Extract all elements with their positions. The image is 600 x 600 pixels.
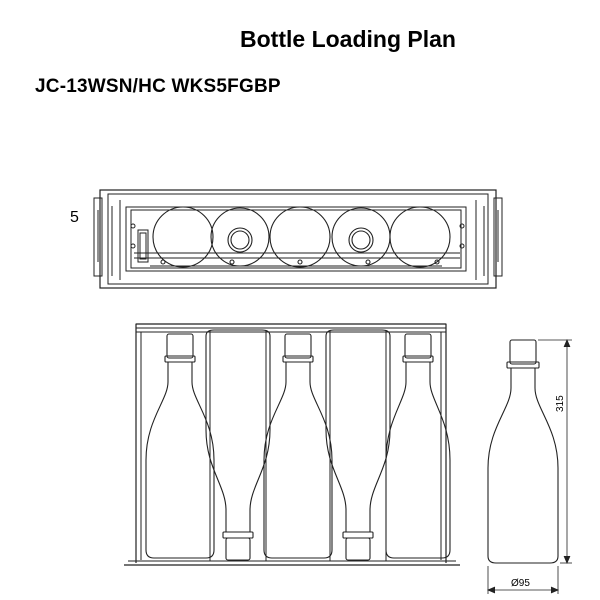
- bottle-inverted: [205, 329, 271, 561]
- bottle-upright: [385, 333, 451, 559]
- bottle-inverted: [325, 329, 391, 561]
- bottle-upright: [263, 333, 333, 559]
- shelf-bottle-count: 5: [70, 209, 79, 226]
- dimension-bottle: [487, 339, 559, 564]
- bottle-bottom: [152, 206, 214, 268]
- model-number: JC-13WSN/HC WKS5FGBP: [35, 76, 281, 97]
- top-view-shelf: [93, 189, 503, 289]
- height-dimension-label: 315: [555, 395, 566, 412]
- diameter-dimension-label: Ø95: [511, 578, 530, 589]
- front-view-rack: [124, 323, 460, 566]
- diameter-dimension: [486, 566, 560, 594]
- bottle-bottom: [269, 206, 331, 268]
- bottle-top: [210, 207, 270, 267]
- height-dimension: [538, 338, 572, 565]
- bottle-upright: [145, 333, 215, 559]
- bottle-top: [331, 207, 391, 267]
- top-view-bottles: [152, 206, 451, 268]
- front-view-bottles: [145, 329, 451, 561]
- page-title: Bottle Loading Plan: [240, 26, 456, 52]
